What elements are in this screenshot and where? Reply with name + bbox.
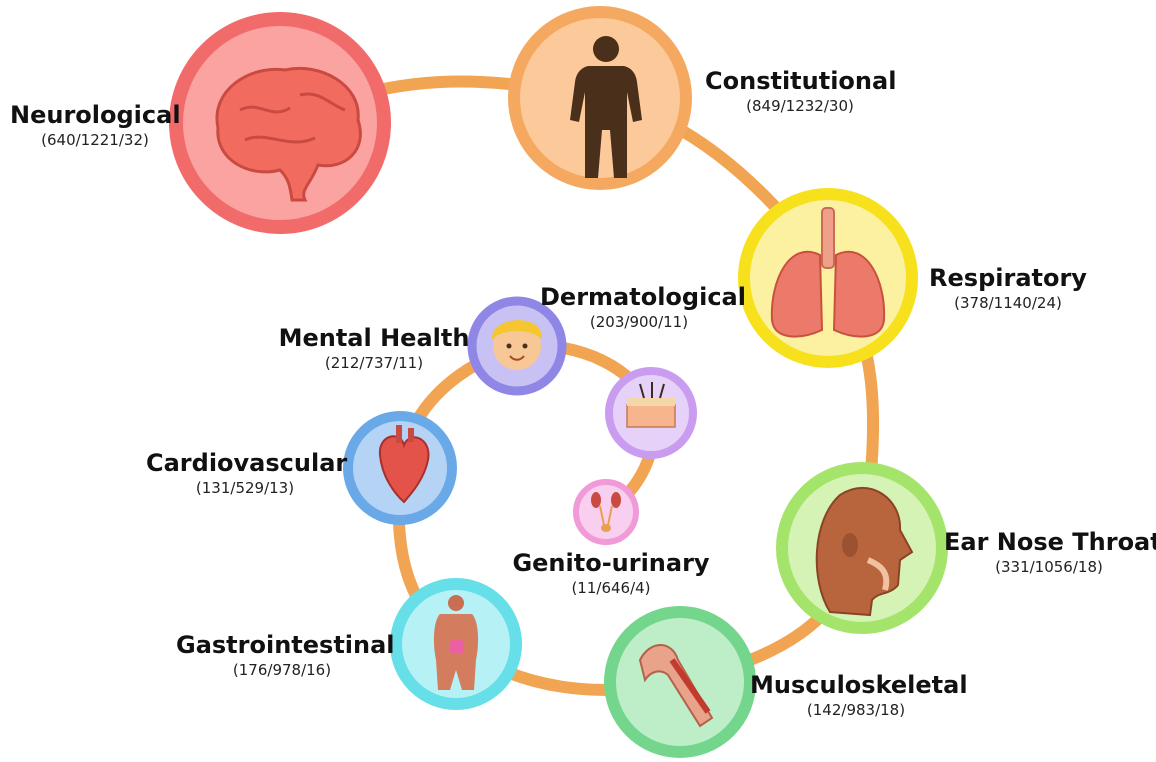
node-constitutional <box>508 6 692 190</box>
node-ear-nose-throat <box>776 462 948 634</box>
genito-urinary-name: Genito-urinary <box>512 549 710 577</box>
genito-urinary-counts: (11/646/4) <box>571 579 651 597</box>
node-musculoskeletal <box>604 606 756 758</box>
label-dermatological: Dermatological (203/900/11) <box>540 282 746 332</box>
gastrointestinal-name: Gastrointestinal <box>176 631 395 659</box>
skin-icon <box>626 382 676 428</box>
ear-nose-throat-counts: (331/1056/18) <box>995 558 1103 576</box>
neurological-name: Neurological <box>10 101 181 129</box>
label-mental-health: Mental Health (212/737/11) <box>278 323 470 373</box>
mental-health-name: Mental Health <box>278 324 470 352</box>
dermatological-counts: (203/900/11) <box>589 313 689 331</box>
label-cardiovascular: Cardiovascular (131/529/13) <box>146 448 348 498</box>
node-mental-health <box>467 296 567 396</box>
cardiovascular-counts: (131/529/13) <box>195 479 295 497</box>
mental-health-counts: (212/737/11) <box>324 354 424 372</box>
label-ear-nose-throat: Ear Nose Throat (331/1056/18) <box>944 527 1156 577</box>
lungs-icon <box>770 207 886 338</box>
node-gastrointestinal <box>390 578 522 710</box>
constitutional-name: Constitutional <box>705 67 897 95</box>
kidney-icon <box>591 492 621 532</box>
heart-icon <box>378 425 430 504</box>
label-constitutional: Constitutional (849/1232/30) <box>705 66 897 116</box>
musculoskeletal-counts: (142/983/18) <box>806 701 906 719</box>
cardiovascular-name: Cardiovascular <box>146 449 348 477</box>
node-genito-urinary <box>573 479 639 545</box>
person-icon <box>570 36 642 178</box>
musculoskeletal-name: Musculoskeletal <box>750 671 968 699</box>
constitutional-counts: (849/1232/30) <box>746 97 854 115</box>
gastrointestinal-counts: (176/978/16) <box>232 661 332 679</box>
label-gastrointestinal: Gastrointestinal (176/978/16) <box>176 630 395 680</box>
node-neurological <box>169 12 391 234</box>
ear-nose-throat-name: Ear Nose Throat <box>944 528 1156 556</box>
face-icon <box>491 320 543 370</box>
node-cardiovascular <box>343 411 457 525</box>
label-neurological: Neurological (640/1221/32) <box>10 100 181 150</box>
dermatological-name: Dermatological <box>540 283 746 311</box>
label-genito-urinary: Genito-urinary (11/646/4) <box>512 548 710 598</box>
respiratory-name: Respiratory <box>929 264 1087 292</box>
brain-icon <box>215 67 362 202</box>
head-icon <box>815 486 914 617</box>
torso-icon <box>433 595 479 690</box>
respiratory-counts: (378/1140/24) <box>954 294 1062 312</box>
label-musculoskeletal: Musculoskeletal (142/983/18) <box>750 670 968 720</box>
node-dermatological <box>605 367 697 459</box>
label-respiratory: Respiratory (378/1140/24) <box>928 263 1088 313</box>
neurological-counts: (640/1221/32) <box>41 131 149 149</box>
muscle-icon <box>638 644 714 728</box>
node-respiratory <box>738 188 918 368</box>
